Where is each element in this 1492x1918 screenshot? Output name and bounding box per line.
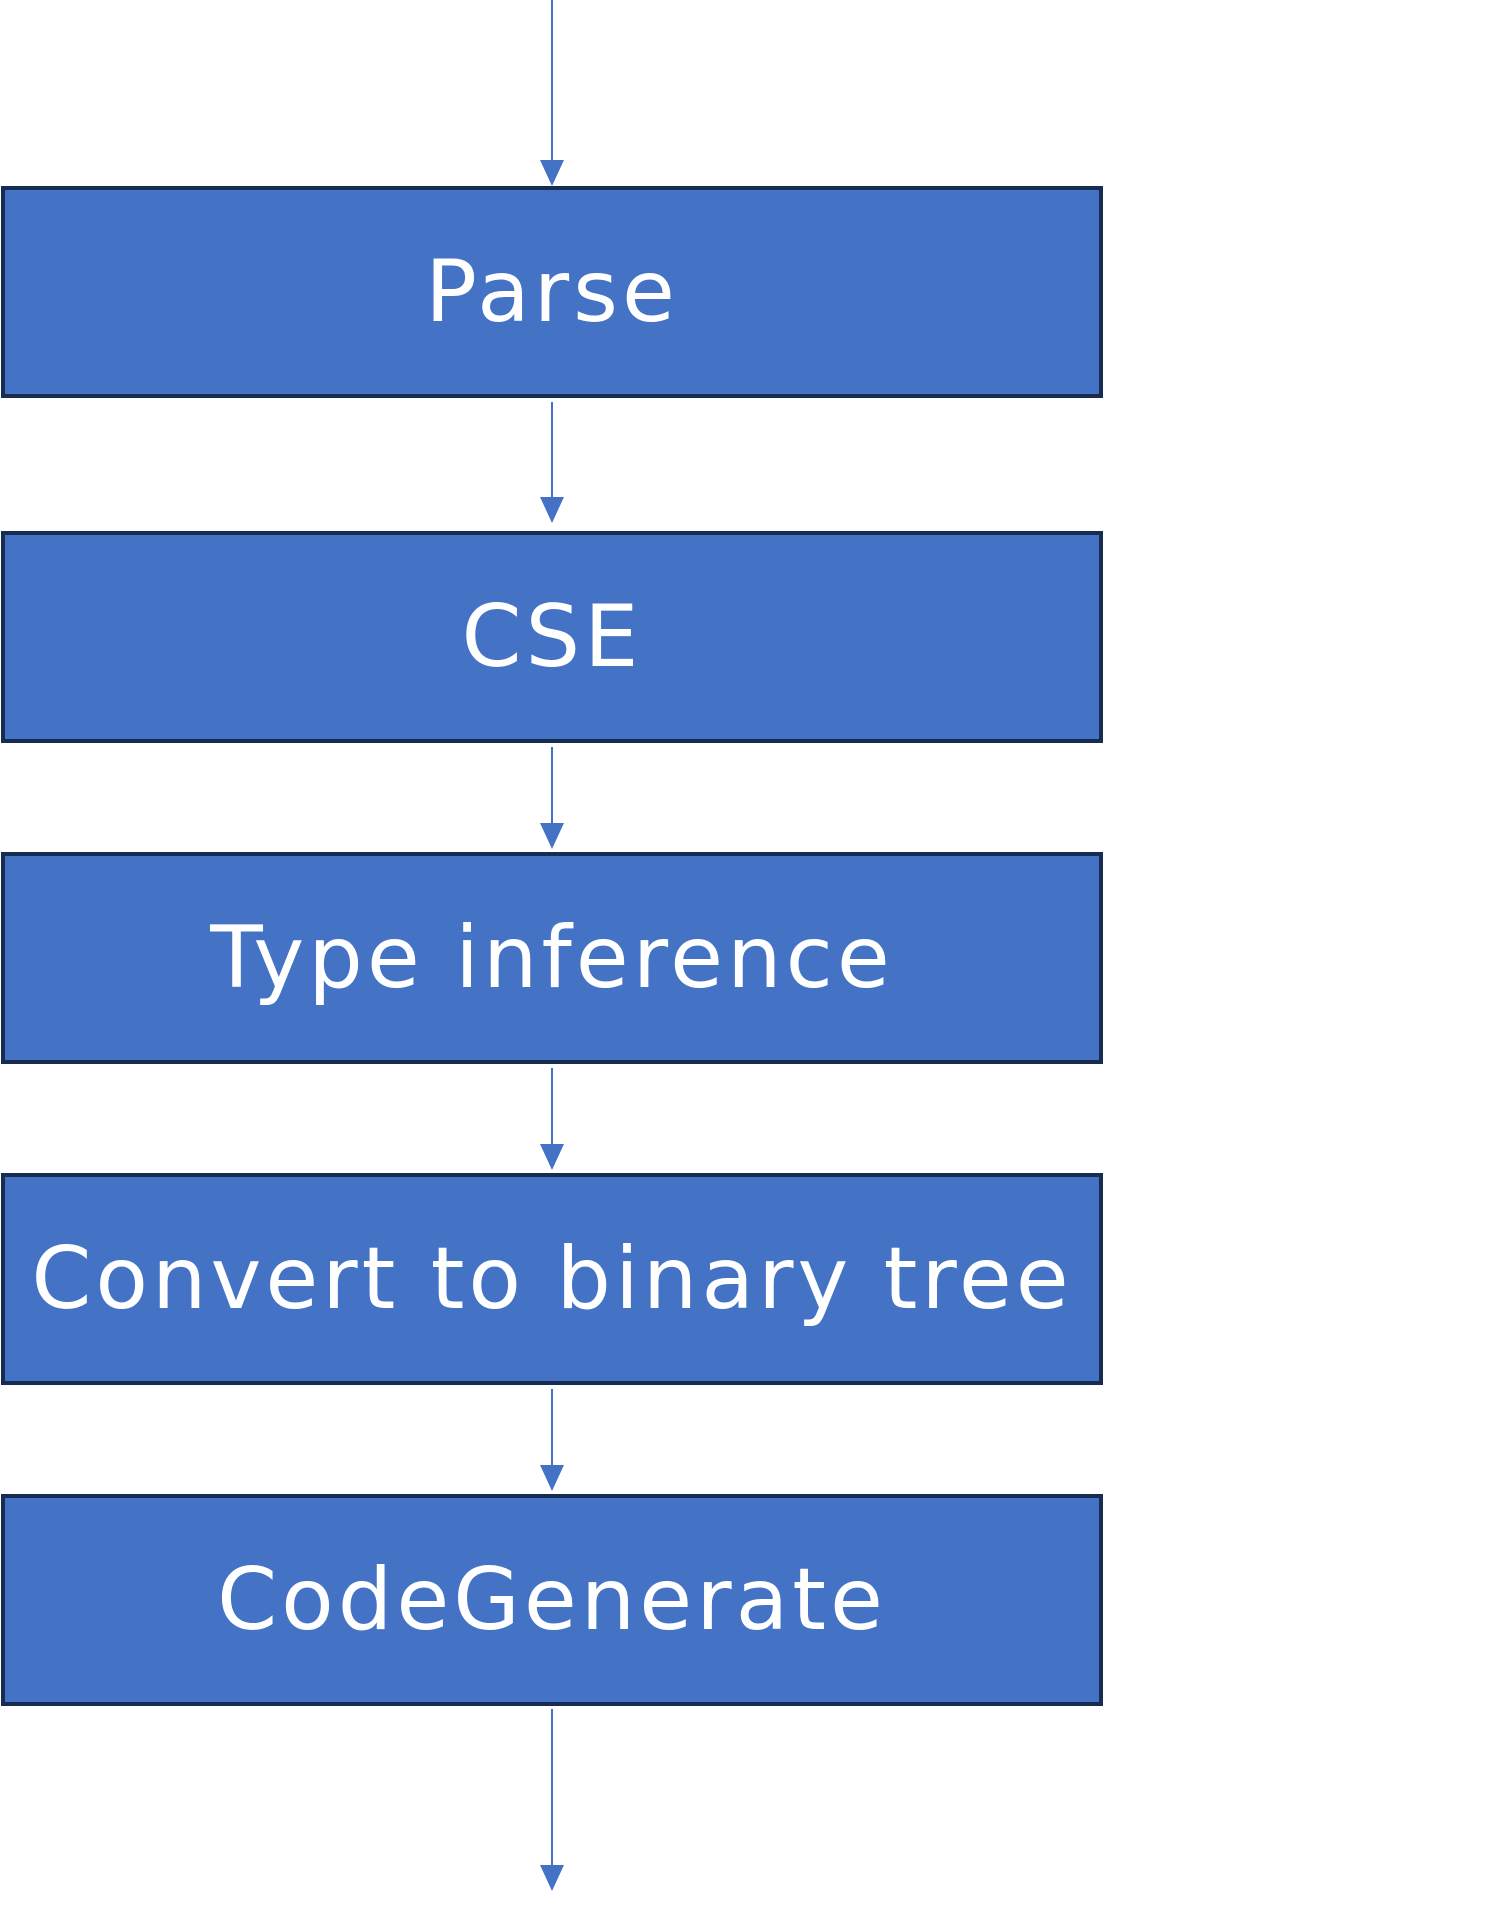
- arrowhead-out-icon: [540, 1865, 564, 1891]
- stage-label-type-inference: Type inference: [210, 908, 894, 1008]
- arrowhead-1-icon: [540, 497, 564, 523]
- arrowhead-2-icon: [540, 823, 564, 849]
- stage-box-type-inference: Type inference: [1, 852, 1103, 1064]
- stage-label-convert-to-binary-tree: Convert to binary tree: [31, 1229, 1073, 1329]
- stage-box-parse: Parse: [1, 186, 1103, 398]
- arrowhead-4-icon: [540, 1465, 564, 1491]
- stage-box-convert-to-binary-tree: Convert to binary tree: [1, 1173, 1103, 1385]
- arrowhead-in-icon: [540, 160, 564, 186]
- stage-label-codegenerate: CodeGenerate: [217, 1550, 887, 1650]
- arrowhead-3-icon: [540, 1144, 564, 1170]
- stage-label-parse: Parse: [425, 242, 679, 342]
- stage-label-cse: CSE: [461, 587, 643, 687]
- stage-box-cse: CSE: [1, 531, 1103, 743]
- stage-box-codegenerate: CodeGenerate: [1, 1494, 1103, 1706]
